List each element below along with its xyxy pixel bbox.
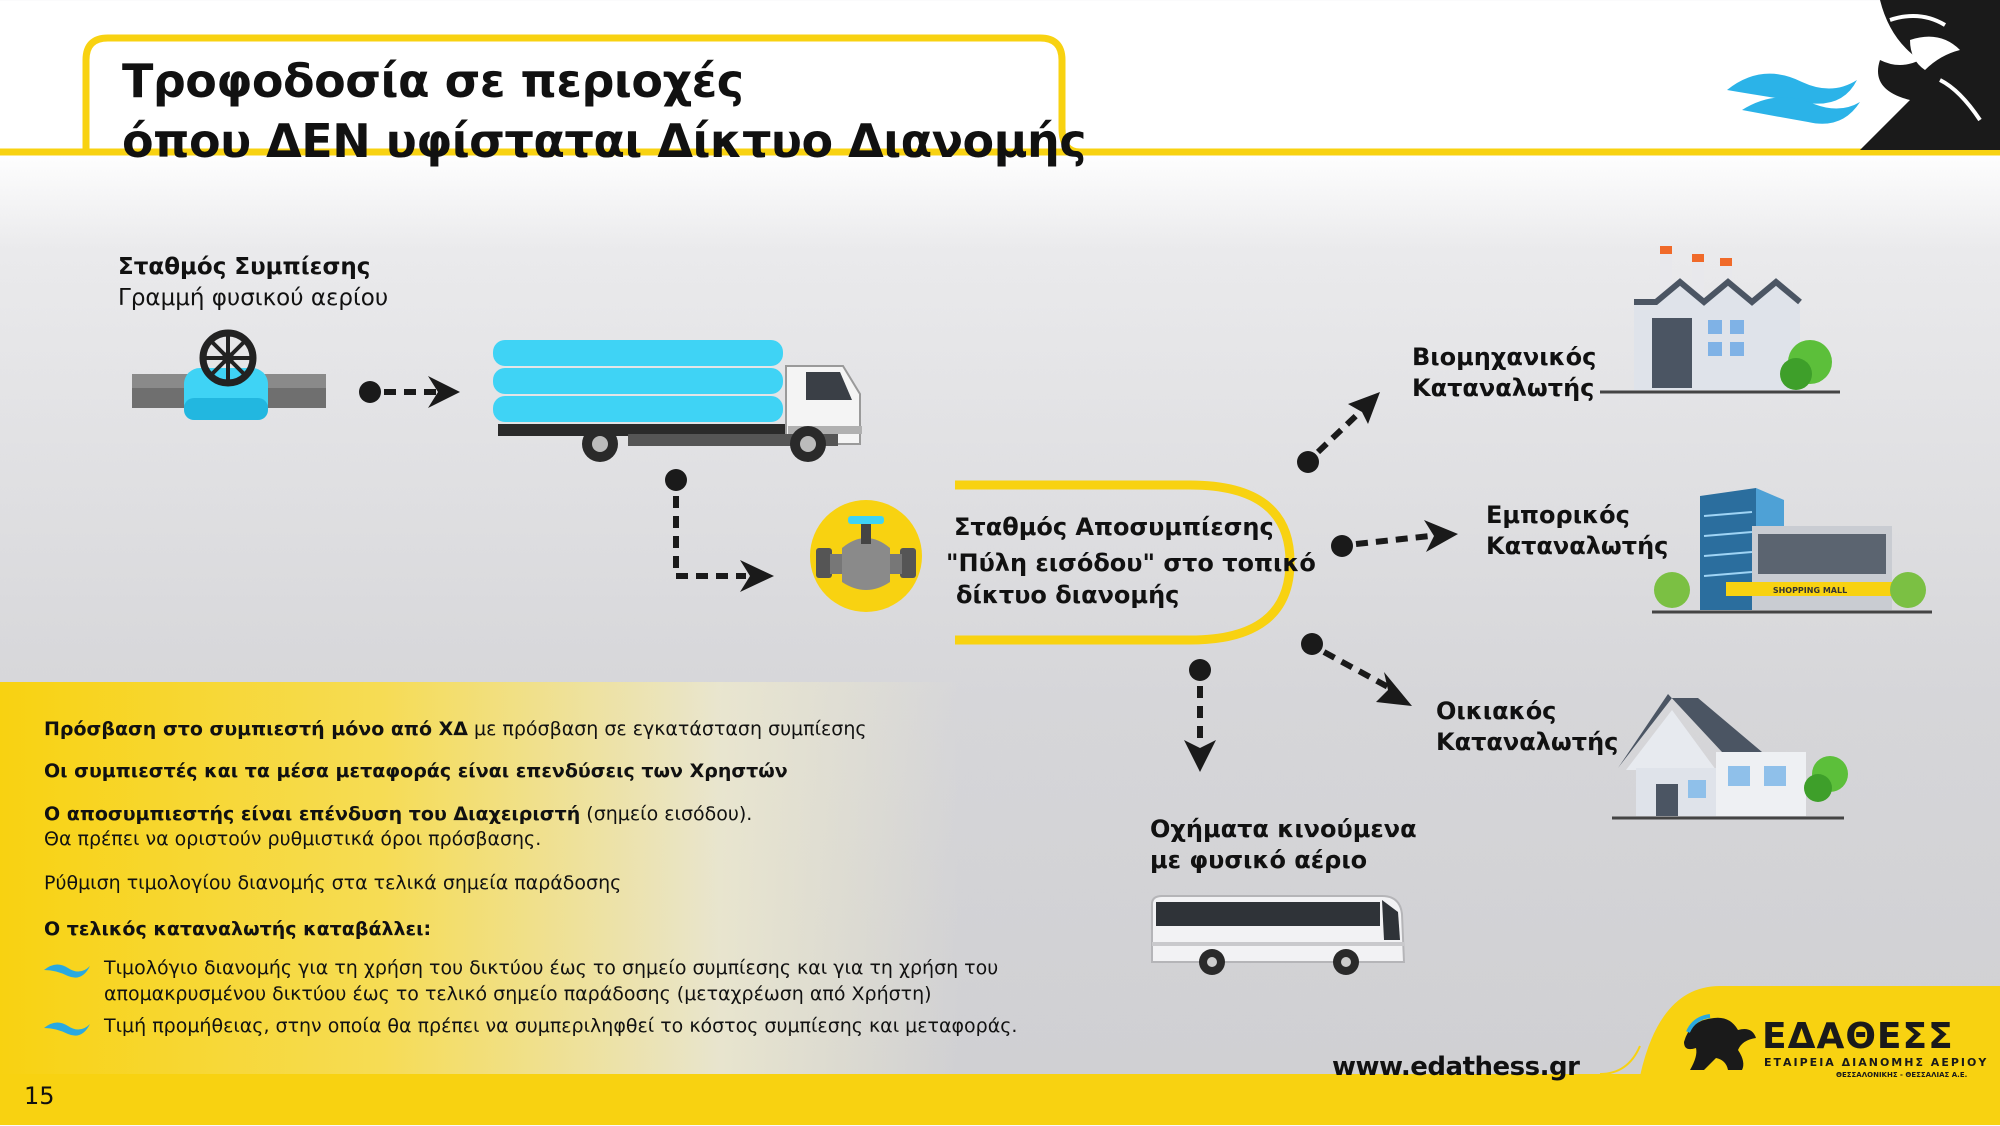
mall-sign-text: SHOPPING MALL: [1773, 586, 1847, 595]
arrow-valve-to-truck: [359, 376, 460, 408]
commercial-label-line1: Εμπορικός: [1486, 501, 1630, 529]
page-title-line1: Τροφοδοσία σε περιοχές: [122, 54, 744, 108]
industrial-label-line2: Καταναλωτής: [1412, 374, 1595, 402]
website-link[interactable]: www.edathess.gr: [1332, 1052, 1580, 1082]
lion-logo-icon: [1684, 1014, 1756, 1070]
residential-label-line1: Οικιακός: [1436, 697, 1557, 725]
header-frame: [0, 34, 2000, 156]
logo-name: ΕΔΑΘΕΣΣ: [1762, 1016, 1954, 1057]
vehicles-label-line2: με φυσικό αέριο: [1150, 846, 1368, 874]
info-bullet1-line2: απομακρυσμένου δικτύου έως το τελικό σημ…: [104, 983, 932, 1005]
info-line-decompressor: Ο αποσυμπιεστής είναι επένδυση του Διαχε…: [44, 803, 753, 825]
valve-icon: [132, 329, 326, 420]
arrow-truck-to-decompressor: [665, 469, 774, 592]
lion-logo-icon: [1860, 0, 2000, 150]
compression-station-subtitle: Γραμμή φυσικού αερίου: [118, 285, 389, 311]
decompression-bracket: [955, 480, 1295, 645]
compression-station-title: Σταθμός Συμπίεσης: [118, 254, 371, 280]
brand-waves-icon: [1727, 73, 1860, 124]
logo-tagline: ΕΤΑΙΡΕΙΑ ΔΙΑΝΟΜΗΣ ΑΕΡΙΟΥ: [1764, 1056, 1989, 1069]
house-icon: [1612, 694, 1848, 820]
page-number: 15: [24, 1082, 55, 1110]
truck-icon: [493, 340, 862, 462]
industrial-label-line1: Βιομηχανικός: [1412, 343, 1597, 371]
page-title-line2: όπου ΔΕΝ υφίσταται Δίκτυο Διανομής: [122, 114, 1087, 168]
commercial-label-line2: Καταναλωτής: [1486, 532, 1669, 560]
info-line-investments: Οι συμπιεστές και τα μέσα μεταφοράς είνα…: [44, 760, 788, 782]
factory-icon: [1600, 246, 1840, 394]
residential-label-line2: Καταναλωτής: [1436, 728, 1619, 756]
info-bullet1-line1: Τιμολόγιο διανομής για τη χρήση του δικτ…: [104, 957, 999, 979]
arrow-to-residential: [1301, 633, 1412, 706]
decompression-line3: δίκτυο διανομής: [956, 581, 1180, 609]
info-consumer-pays-heading: Ο τελικός καταναλωτής καταβάλλει:: [44, 918, 432, 940]
wave-bullet-icon: [44, 964, 90, 978]
arrow-to-commercial: [1331, 520, 1458, 557]
info-panel: [0, 682, 960, 1074]
info-bullet2: Τιμή προμήθειας, στην οποία θα πρέπει να…: [104, 1015, 1018, 1037]
info-line-access: Πρόσβαση στο συμπιεστή μόνο από ΧΔ με πρ…: [44, 718, 867, 740]
arrow-to-vehicles: [1184, 659, 1216, 772]
decompression-title: Σταθμός Αποσυμπίεσης: [954, 513, 1274, 541]
logo-sub: ΘΕΣΣΑΛΟΝΙΚΗΣ - ΘΕΣΣΑΛΙΑΣ Α.Ε.: [1836, 1071, 1968, 1079]
decompression-line2: "Πύλη εισόδου" στο τοπικό: [946, 549, 1316, 577]
info-line-tariff: Ρύθμιση τιμολογίου διανομής στα τελικά σ…: [44, 872, 622, 894]
info-line-access-terms: Θα πρέπει να οριστούν ρυθμιστικά όροι πρ…: [44, 828, 542, 850]
vehicles-label-line1: Οχήματα κινούμενα: [1150, 815, 1417, 843]
wave-bullet-icon: [44, 1022, 90, 1036]
bus-icon: [1151, 895, 1406, 975]
arrow-to-industrial: [1297, 392, 1380, 473]
mall-icon: SHOPPING MALL: [1652, 488, 1932, 614]
decompressor-icon: [810, 500, 922, 612]
